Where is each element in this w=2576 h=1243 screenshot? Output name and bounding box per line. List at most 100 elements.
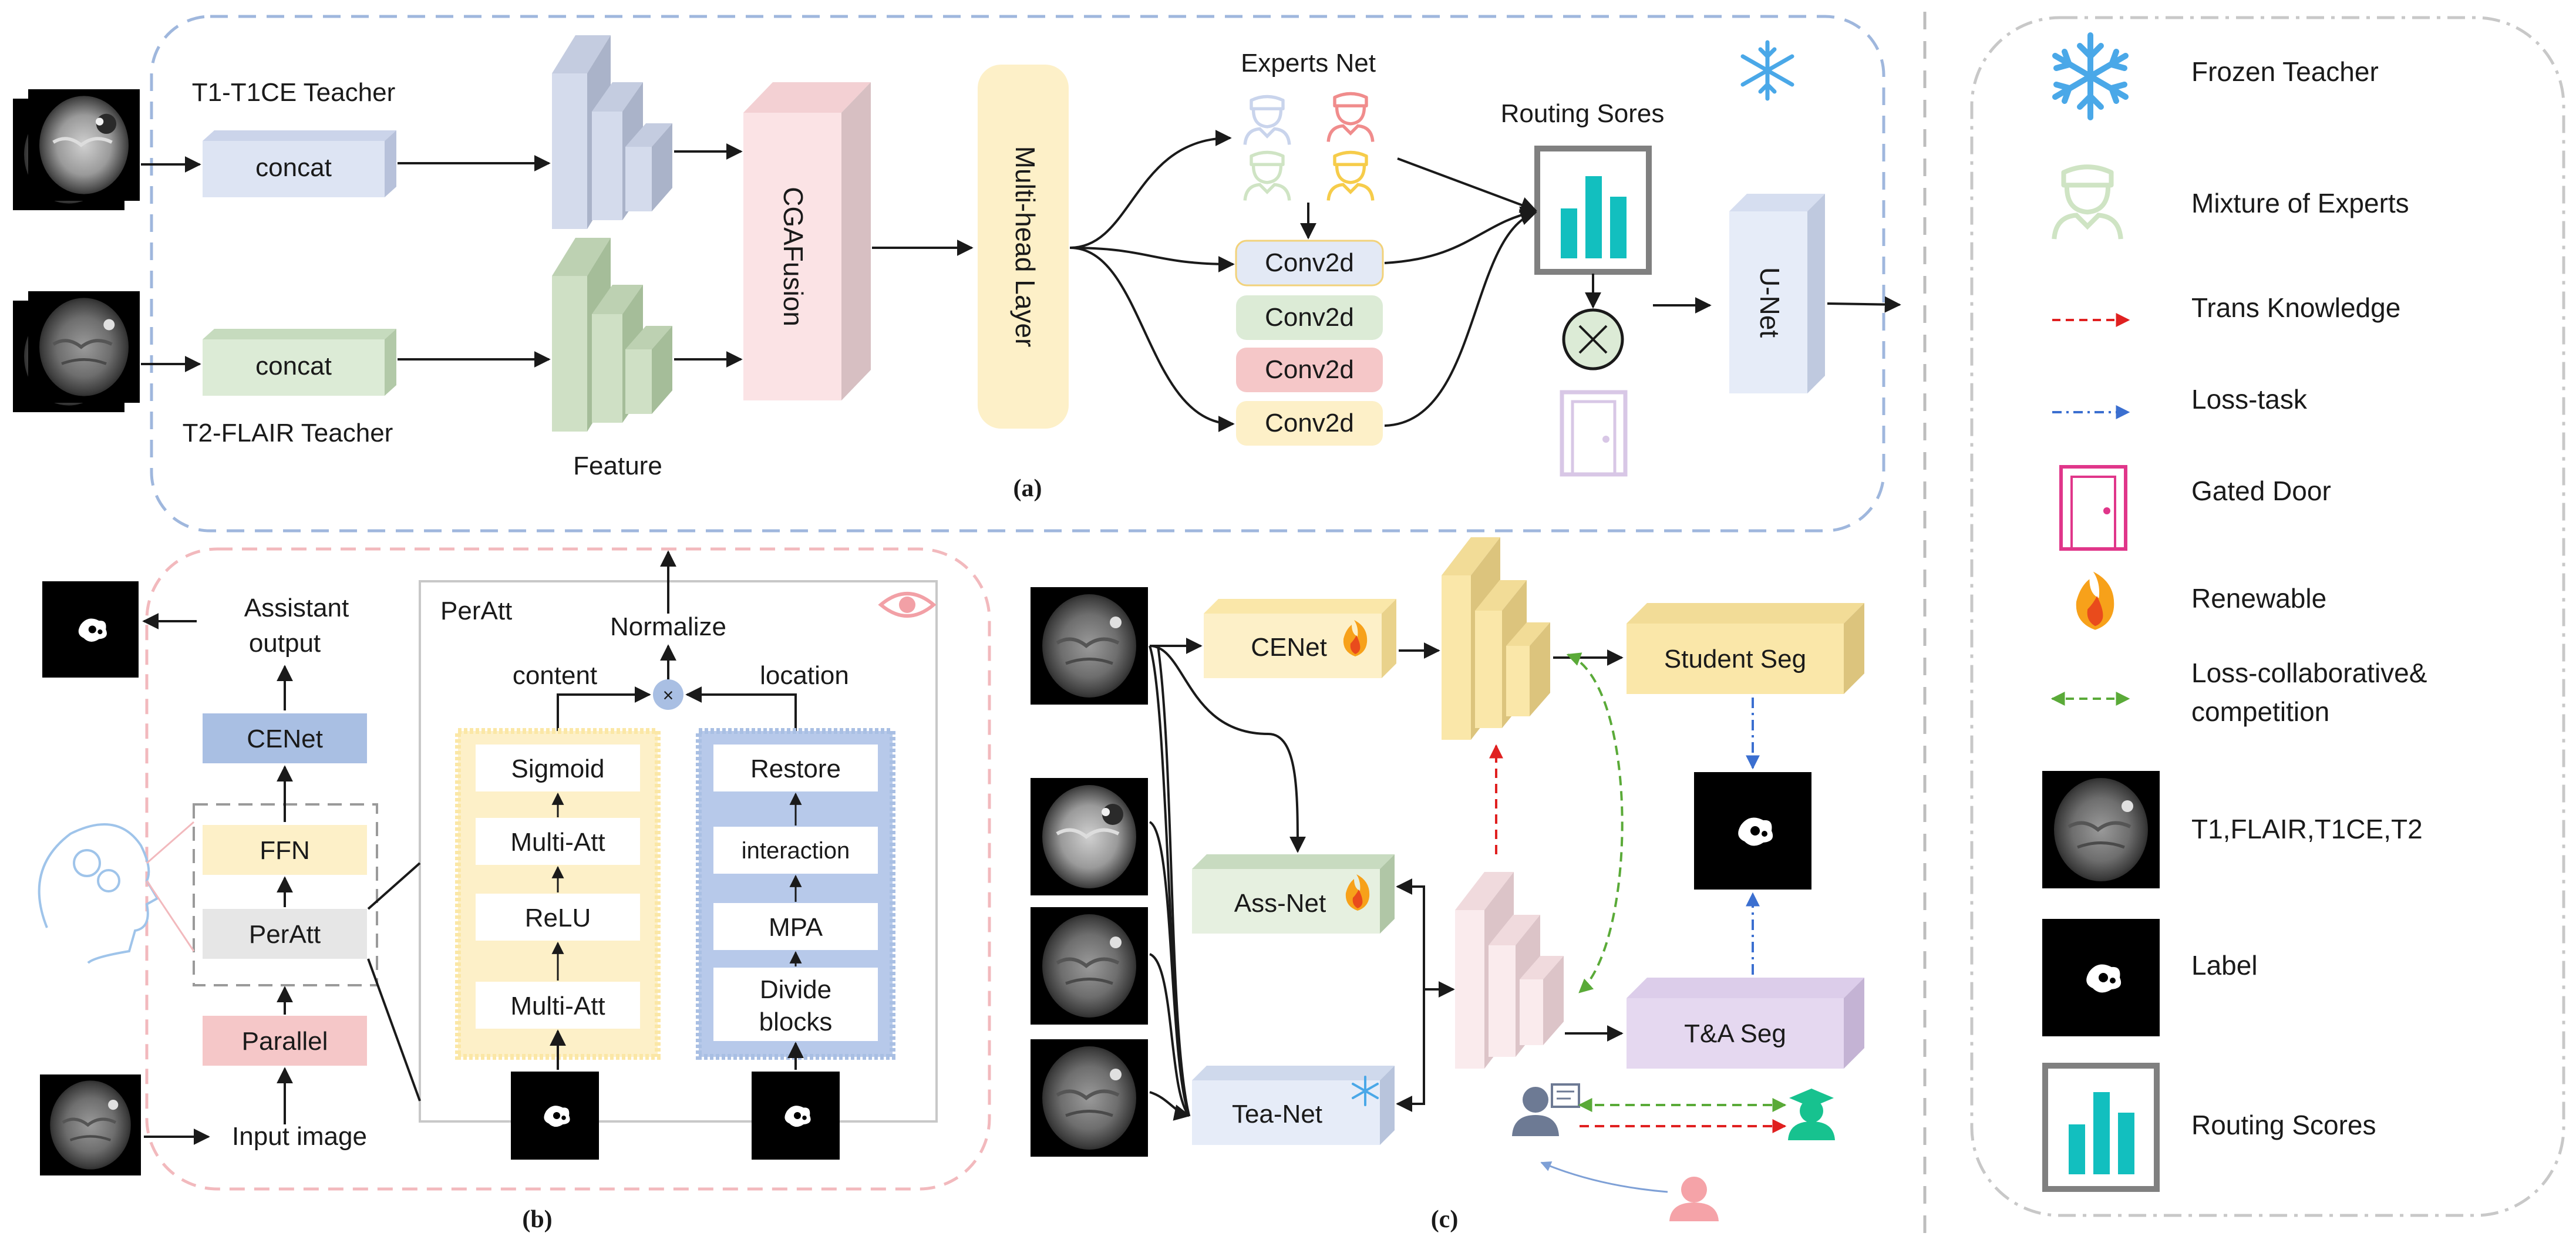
teacher2-label: T2-FLAIR Teacher <box>183 419 393 447</box>
peratt-detail-title: PerAtt <box>440 597 512 625</box>
location-mask-image <box>752 1072 840 1160</box>
eye-icon <box>878 592 937 618</box>
conv2d-yellow-label: Conv2d <box>1265 409 1354 437</box>
input-mri-c1 <box>1031 587 1148 705</box>
conv2d-red-box <box>1236 348 1383 392</box>
assistant-output-image <box>42 581 139 678</box>
multiply-icon <box>1562 308 1624 370</box>
student-feature-stack <box>1442 537 1550 740</box>
assistant-output-line2: output <box>249 629 321 658</box>
concat1-label: concat <box>255 153 332 182</box>
t2-flair-input-images <box>13 291 140 412</box>
input-mri-c4 <box>1031 1039 1148 1157</box>
flame-icon-cenet <box>1343 620 1368 656</box>
legend-label-0: Frozen Teacher <box>2191 56 2379 87</box>
legend-label-5: Renewable <box>2191 583 2326 614</box>
sigmoid-label: Sigmoid <box>511 754 605 783</box>
cgafusion-label: CGAFusion <box>778 187 809 326</box>
peratt-block <box>203 909 367 959</box>
routing-title: Routing Sores <box>1501 99 1665 128</box>
parallel-label: Parallel <box>242 1027 328 1056</box>
legend-mri-thumbnail <box>2042 771 2160 888</box>
assistant-icon <box>1669 1177 1719 1221</box>
legend-border <box>1970 16 2565 1217</box>
ffn-label: FFN <box>260 836 310 865</box>
routing-scores-box <box>1534 146 1652 275</box>
input-mri-c2 <box>1031 778 1148 895</box>
tea-net-label: Tea-Net <box>1232 1100 1322 1129</box>
flame-icon-assnet <box>1345 874 1370 911</box>
expert-icon-red <box>1328 94 1373 142</box>
cenet-label-c: CENet <box>1251 633 1327 662</box>
panel-a: T1-T1CE Teacher T2-FLAIR Teacher concat … <box>13 15 1901 533</box>
sigmoid-box <box>476 745 640 791</box>
divide-blocks-line1: Divide <box>760 975 831 1004</box>
legend-snowflake-icon <box>2052 32 2129 120</box>
conv2d-green-label: Conv2d <box>1265 303 1354 332</box>
t1-t1ce-input-images <box>13 89 140 210</box>
legend-label-9: Routing Scores <box>2191 1110 2376 1140</box>
multihead-layer-block <box>978 65 1069 429</box>
multihead-label: Multi-head Layer <box>1010 146 1040 348</box>
relu-label: ReLU <box>525 904 591 932</box>
cenet-label-b: CENet <box>247 725 323 753</box>
legend-label-3: Loss-task <box>2191 384 2308 415</box>
conv2d-yellow-box <box>1236 401 1383 446</box>
conv2d-blue-label: Conv2d <box>1265 248 1354 277</box>
multi-att-top-label: Multi-Att <box>510 828 605 857</box>
panel-b: Assistant output CENet FFN PerAtt Parall… <box>38 547 991 1233</box>
divide-blocks-line2: blocks <box>759 1008 833 1036</box>
multi-att-bottom-label: Multi-Att <box>510 992 605 1020</box>
conv2d-red-label: Conv2d <box>1265 355 1354 384</box>
caption-c: (c) <box>1431 1206 1459 1233</box>
input-mri-c3 <box>1031 907 1148 1025</box>
multiply-node-b <box>653 679 683 710</box>
input-image-label: Input image <box>232 1122 367 1151</box>
legend-label-thumbnail <box>2042 919 2160 1036</box>
ta-feature-stack <box>1455 872 1564 1069</box>
concat1-block: concat <box>203 130 396 197</box>
feature-stack-blue <box>552 35 672 229</box>
expert-icon-blue <box>1245 97 1289 145</box>
expert-icon-green <box>1245 153 1289 201</box>
concat2-block: concat <box>203 329 396 396</box>
legend-expert-icon <box>2054 167 2120 239</box>
peratt-label: PerAtt <box>249 920 321 949</box>
restore-label: Restore <box>750 754 841 783</box>
cgafusion-block: CGAFusion <box>743 82 871 400</box>
gated-door-icon <box>1560 390 1628 477</box>
conv2d-blue-box <box>1235 240 1384 287</box>
interaction-box <box>713 827 878 874</box>
teacher1-label: T1-T1CE Teacher <box>192 78 395 107</box>
panel-b-border <box>145 547 991 1191</box>
legend-gated-door-icon <box>2059 465 2127 551</box>
normalize-label: Normalize <box>610 612 726 641</box>
legend-label-2: Trans Knowledge <box>2191 292 2400 323</box>
caption-b: (b) <box>522 1206 552 1233</box>
panel-c: CENet Ass-Net Tea-Net <box>1031 537 1864 1233</box>
tea-net-block <box>1192 1080 1380 1145</box>
panel-a-border <box>150 15 1885 533</box>
ass-net-label: Ass-Net <box>1234 889 1326 918</box>
legend-label-4: Gated Door <box>2191 476 2331 506</box>
expert-icon-yellow <box>1328 153 1373 201</box>
legend-label-7: T1,FLAIR,T1CE,T2 <box>2191 814 2423 844</box>
label-image-c <box>1694 772 1811 890</box>
experts-net-label: Experts Net <box>1241 49 1376 78</box>
location-label: location <box>760 661 849 690</box>
teacher-icon <box>1512 1083 1580 1136</box>
legend-routing-scores-icon <box>2042 1063 2160 1192</box>
legend: Frozen Teacher Mixture of Experts Trans … <box>1970 16 2565 1217</box>
feature-stack-green <box>552 238 672 432</box>
content-label: content <box>513 661 597 690</box>
snowflake-icon <box>1740 40 1794 101</box>
snowflake-icon-teanet <box>1352 1076 1379 1106</box>
input-image-thumbnail <box>40 1074 141 1175</box>
ta-seg-block <box>1627 998 1844 1069</box>
content-mask-image <box>511 1072 599 1160</box>
legend-label-6-line2: competition <box>2191 696 2329 727</box>
multiply-symbol-b: × <box>663 685 674 706</box>
interaction-label: interaction <box>742 838 850 864</box>
unet-label: U-Net <box>1755 267 1785 338</box>
